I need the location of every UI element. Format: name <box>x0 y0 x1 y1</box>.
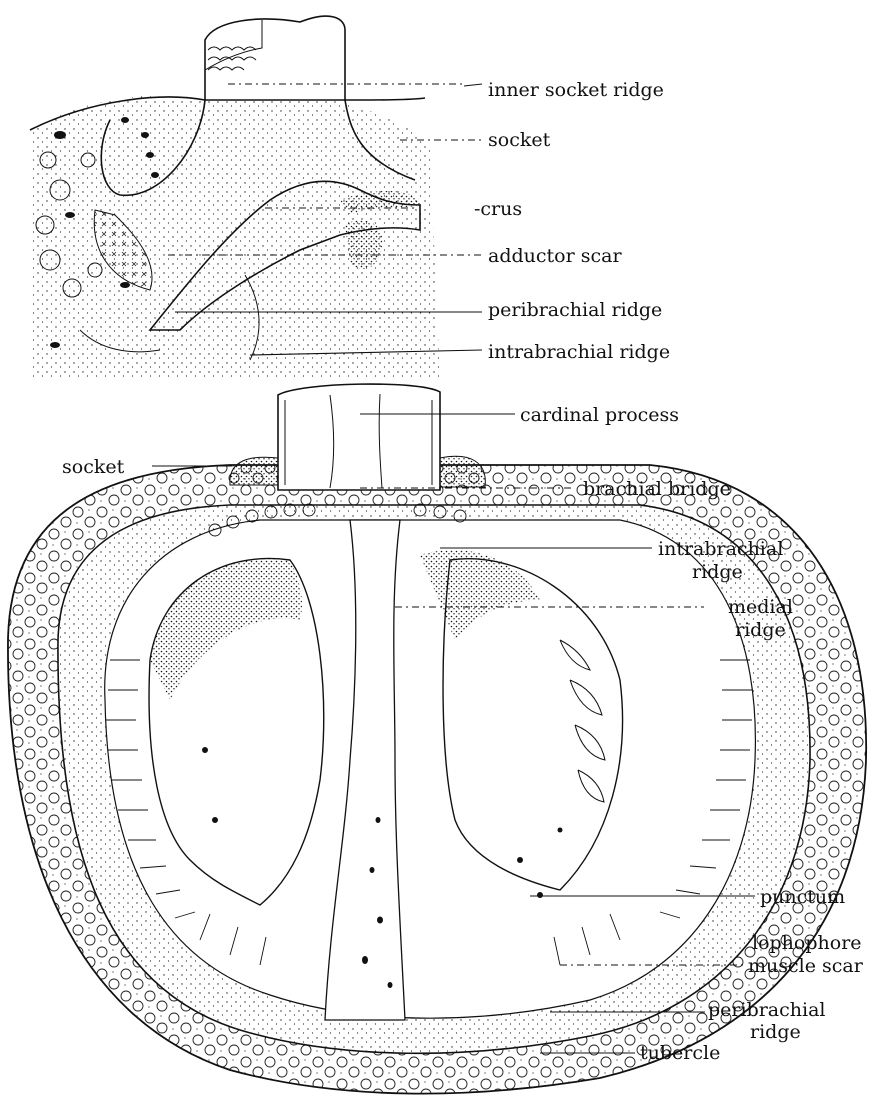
upper-labels: inner socket ridge socket -crus adductor… <box>474 79 670 363</box>
label-lophophore-muscle-scar-2: muscle scar <box>748 955 864 977</box>
label-socket-lower: socket <box>62 456 125 478</box>
label-adductor-scar: adductor scar <box>488 245 622 267</box>
label-intrabrachial-ridge-lower-1: intrabrachial <box>658 538 783 560</box>
label-peribrachial-ridge-lower-2: ridge <box>750 1021 801 1043</box>
label-inner-socket-ridge: inner socket ridge <box>488 79 664 101</box>
lower-drawing <box>8 384 866 1094</box>
label-cardinal-process: cardinal process <box>520 404 679 426</box>
right-socket <box>440 456 485 487</box>
label-crus: -crus <box>474 198 522 220</box>
label-peribrachial-ridge-lower-1: peribrachial <box>708 999 826 1021</box>
label-lophophore-muscle-scar-1: lophophore <box>752 932 862 954</box>
label-punctum: punctum <box>760 886 845 908</box>
label-medial-ridge-2: ridge <box>735 619 786 641</box>
cardinal-process <box>278 384 440 490</box>
label-peribrachial-ridge-upper: peribrachial ridge <box>488 299 662 321</box>
label-brachial-bridge: brachial bridge <box>583 478 731 500</box>
left-socket <box>230 457 278 485</box>
label-socket-upper: socket <box>488 129 551 151</box>
label-medial-ridge-1: medial <box>728 596 793 618</box>
label-tubercle: tubercle <box>640 1042 720 1064</box>
label-intrabrachial-ridge-upper: intrabrachial ridge <box>488 341 670 363</box>
upper-drawing <box>30 16 440 380</box>
label-intrabrachial-ridge-lower-2: ridge <box>692 561 743 583</box>
upper-process <box>205 16 345 100</box>
